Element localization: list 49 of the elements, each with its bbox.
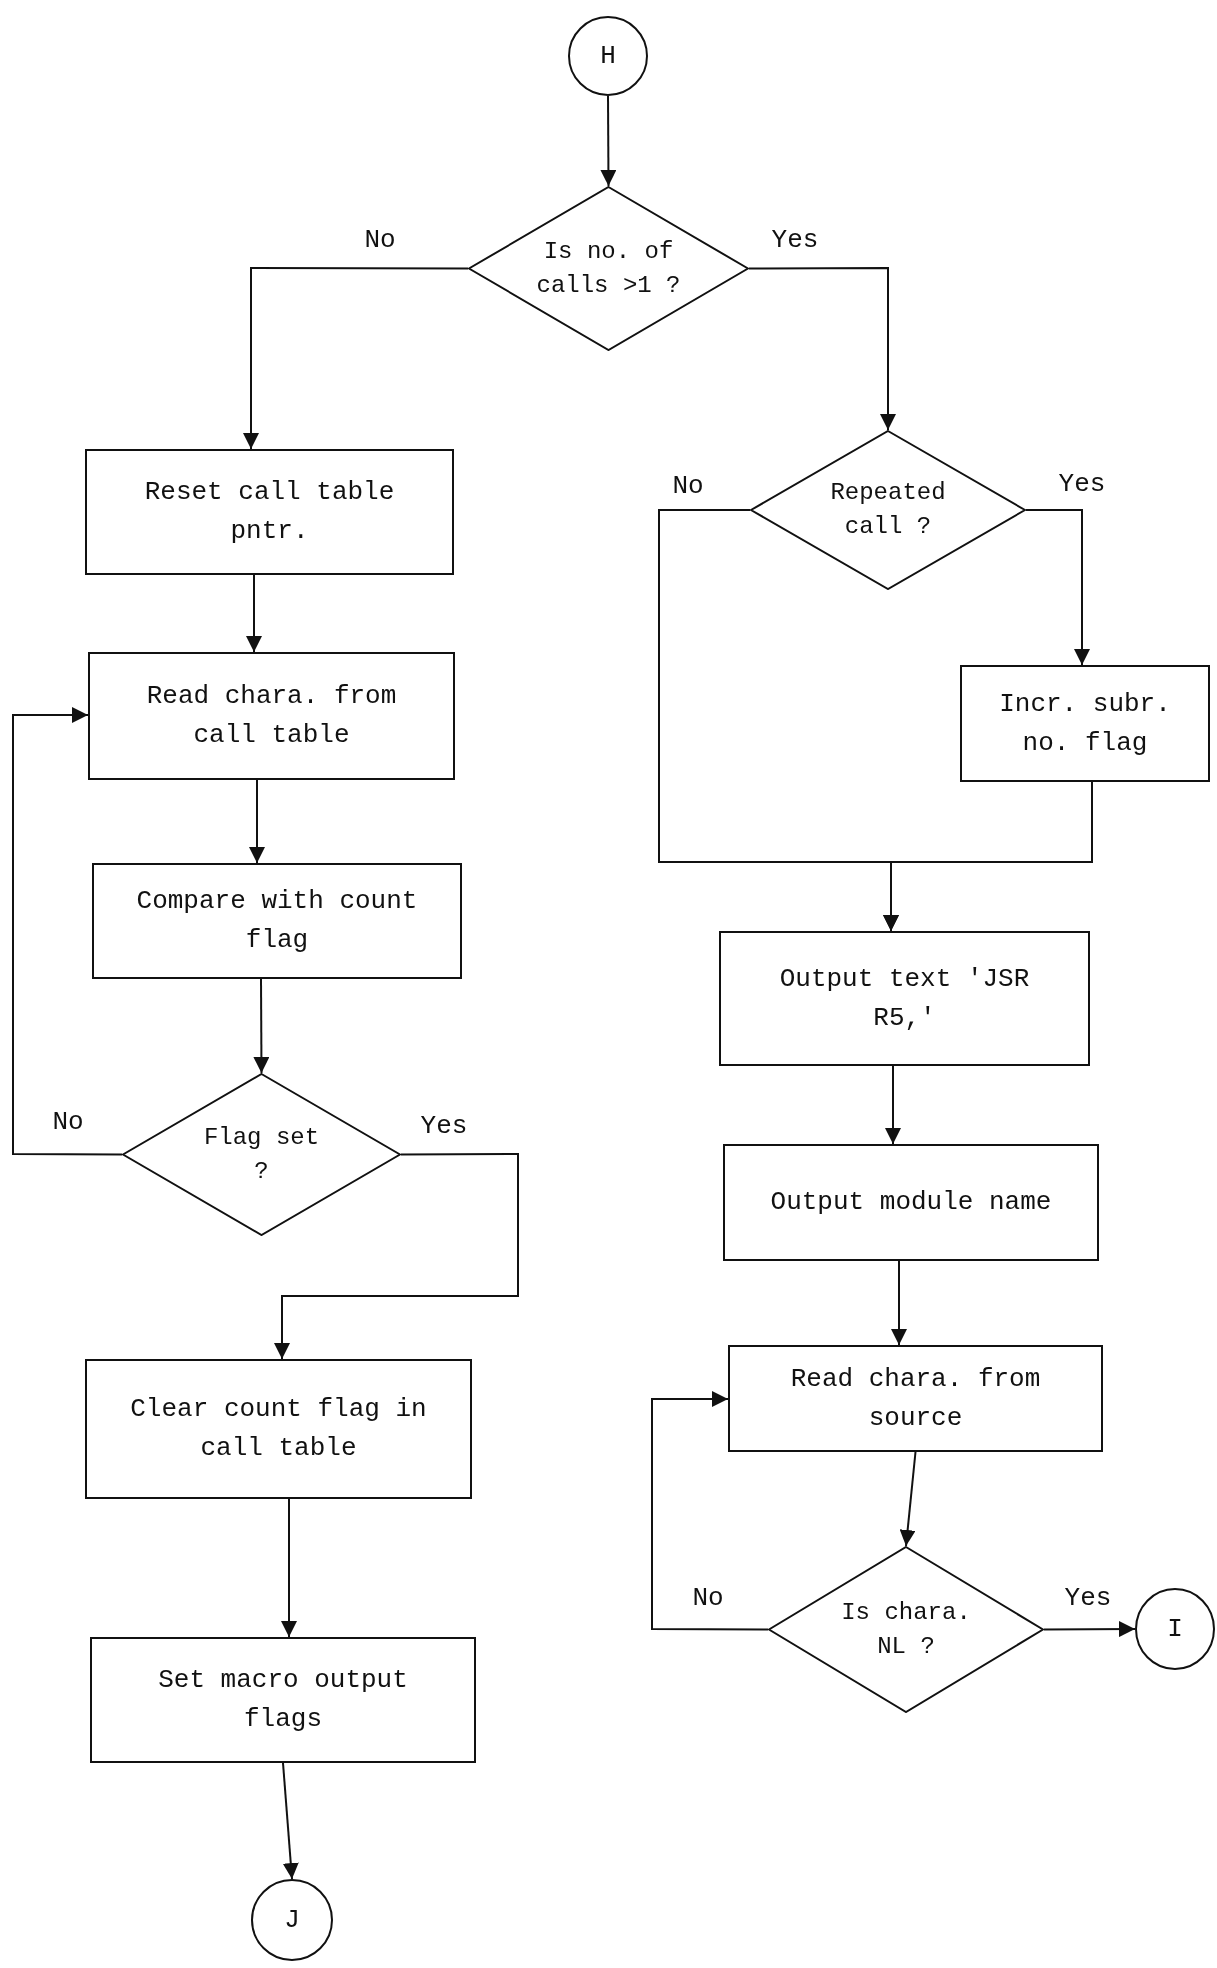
process-box <box>88 652 455 780</box>
arrow <box>249 779 265 864</box>
arrow <box>885 1065 901 1145</box>
arrow <box>12 707 123 1156</box>
arrow <box>651 1391 769 1631</box>
node-text: J <box>284 1903 300 1937</box>
process-box <box>719 931 1090 1066</box>
process-box <box>960 665 1210 782</box>
process-box <box>85 1359 472 1499</box>
arrow <box>246 574 262 653</box>
arrow <box>748 267 896 431</box>
node-text: Set macro output flags <box>157 1664 409 1736</box>
arrow <box>253 978 270 1074</box>
arrow <box>1043 1621 1136 1638</box>
process-box <box>92 863 462 979</box>
arrow <box>899 1451 917 1547</box>
process-box <box>90 1637 476 1763</box>
node-text: I <box>1167 1612 1183 1646</box>
node-text: H <box>600 39 616 73</box>
connector-circle <box>1135 1588 1215 1670</box>
arrow <box>274 1153 519 1360</box>
connector-circle <box>568 16 648 96</box>
arrow <box>1025 509 1090 666</box>
process-box <box>85 449 454 575</box>
node-text: Read chara. from call table <box>145 680 398 752</box>
node-text: Read chara. from source <box>789 1362 1042 1435</box>
arrow <box>600 95 617 187</box>
process-box <box>723 1144 1099 1261</box>
node-text: Flag set ? <box>202 1122 321 1187</box>
node-text: Is chara. NL ? <box>840 1597 972 1662</box>
decision-diamond <box>768 1546 1044 1713</box>
decision-diamond <box>468 186 749 351</box>
node-text: Clear count flag in call table <box>129 1393 428 1465</box>
arrow <box>883 781 1093 932</box>
arrow <box>281 1498 297 1638</box>
node-text: Repeated call ? <box>829 478 947 542</box>
decision-diamond <box>122 1073 401 1236</box>
process-box <box>728 1345 1103 1452</box>
node-text: Is no. of calls >1 ? <box>535 236 682 301</box>
connector-circle <box>251 1879 333 1961</box>
node-text: Output module name <box>770 1186 1052 1219</box>
node-text: Compare with count flag <box>135 885 419 957</box>
arrow <box>243 267 469 450</box>
node-text: Output text 'JSR R5,' <box>778 962 1031 1035</box>
decision-diamond <box>750 430 1026 590</box>
node-text: Reset call table pntr. <box>143 476 396 548</box>
arrow <box>891 1260 907 1346</box>
node-text: Incr. subr. no. flag <box>998 687 1172 760</box>
arrow <box>282 1762 299 1880</box>
